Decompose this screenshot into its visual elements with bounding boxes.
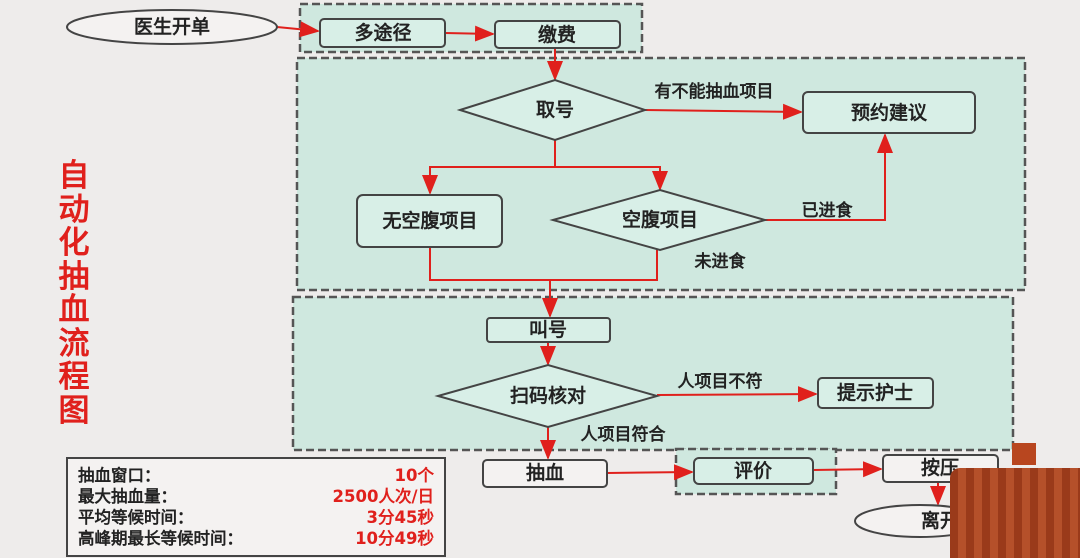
stat-row: 平均等候时间： 3分45秒 bbox=[78, 507, 434, 528]
stat-label: 平均等候时间： bbox=[78, 508, 194, 527]
node-non-fasting bbox=[356, 194, 503, 248]
node-start-label: 医生开单 bbox=[134, 15, 210, 38]
node-non-fasting-label: 无空腹项目 bbox=[382, 209, 477, 232]
node-appointment bbox=[802, 91, 976, 134]
node-take-number-label: 取号 bbox=[536, 99, 574, 121]
stat-value: 10分49秒 bbox=[355, 529, 434, 548]
title-char: 动 bbox=[58, 191, 90, 228]
title-char: 血 bbox=[58, 292, 90, 328]
stat-label: 抽血窗口： bbox=[78, 466, 161, 485]
node-evaluate-label: 评价 bbox=[734, 460, 773, 482]
node-evaluate bbox=[693, 457, 814, 485]
node-remind-nurse-label: 提示护士 bbox=[837, 381, 913, 404]
node-call-number-label: 叫号 bbox=[529, 319, 567, 341]
stat-value: 10个 bbox=[394, 466, 434, 485]
title-char: 程 bbox=[58, 359, 90, 395]
stat-label: 高峰期最长等候时间： bbox=[78, 529, 243, 548]
node-appointment-label: 预约建议 bbox=[851, 101, 928, 124]
stat-label: 最大抽血量： bbox=[78, 487, 177, 506]
node-call-number bbox=[486, 317, 611, 343]
vertical-title: 自 动 化 抽 血 流 程 图 bbox=[54, 158, 94, 429]
stats-box: 抽血窗口： 10个 最大抽血量： 2500人次/日 平均等候时间： 3分45秒 高峰期… bbox=[66, 457, 446, 557]
node-press-label: 按压 bbox=[921, 456, 959, 479]
node-scan-check-label: 扫码核对 bbox=[510, 384, 586, 407]
edge-label-has-eaten: 已进食 bbox=[802, 200, 854, 221]
edge-label-cannot-draw: 有不能抽血项目 bbox=[655, 81, 774, 102]
node-scan-check bbox=[434, 363, 661, 429]
node-leave-label: 离开 bbox=[921, 509, 959, 532]
title-char: 化 bbox=[58, 225, 90, 261]
title-char: 流 bbox=[58, 325, 90, 362]
edge-label-not-eaten: 未进食 bbox=[694, 251, 747, 272]
node-multi-channel bbox=[319, 18, 446, 48]
stat-value: 3分45秒 bbox=[366, 508, 434, 527]
stat-value: 2500人次/日 bbox=[332, 487, 434, 506]
group-verification bbox=[291, 295, 1015, 452]
node-remind-nurse bbox=[817, 377, 934, 409]
node-multi-channel-label: 多途径 bbox=[354, 21, 411, 44]
stat-row: 最大抽血量： 2500人次/日 bbox=[78, 486, 434, 507]
edge-label-match: 人项目符合 bbox=[581, 424, 667, 445]
podium bbox=[950, 468, 1080, 558]
stat-row: 抽血窗口： 10个 bbox=[78, 465, 434, 486]
node-pay-label: 缴费 bbox=[538, 23, 576, 46]
node-take-number bbox=[456, 78, 649, 142]
node-fasting bbox=[549, 188, 769, 252]
podium-sign bbox=[1012, 443, 1036, 465]
edge-label-mismatch: 人项目不符 bbox=[678, 371, 763, 392]
node-draw-blood bbox=[482, 459, 608, 488]
node-draw-blood-label: 抽血 bbox=[526, 461, 564, 484]
node-start bbox=[66, 9, 278, 45]
node-fasting-label: 空腹项目 bbox=[622, 208, 698, 231]
stat-row: 高峰期最长等候时间： 10分49秒 bbox=[78, 528, 434, 549]
node-pay bbox=[494, 20, 621, 49]
title-char: 自 bbox=[58, 158, 90, 194]
title-char: 图 bbox=[58, 392, 90, 429]
title-char: 抽 bbox=[58, 258, 90, 295]
